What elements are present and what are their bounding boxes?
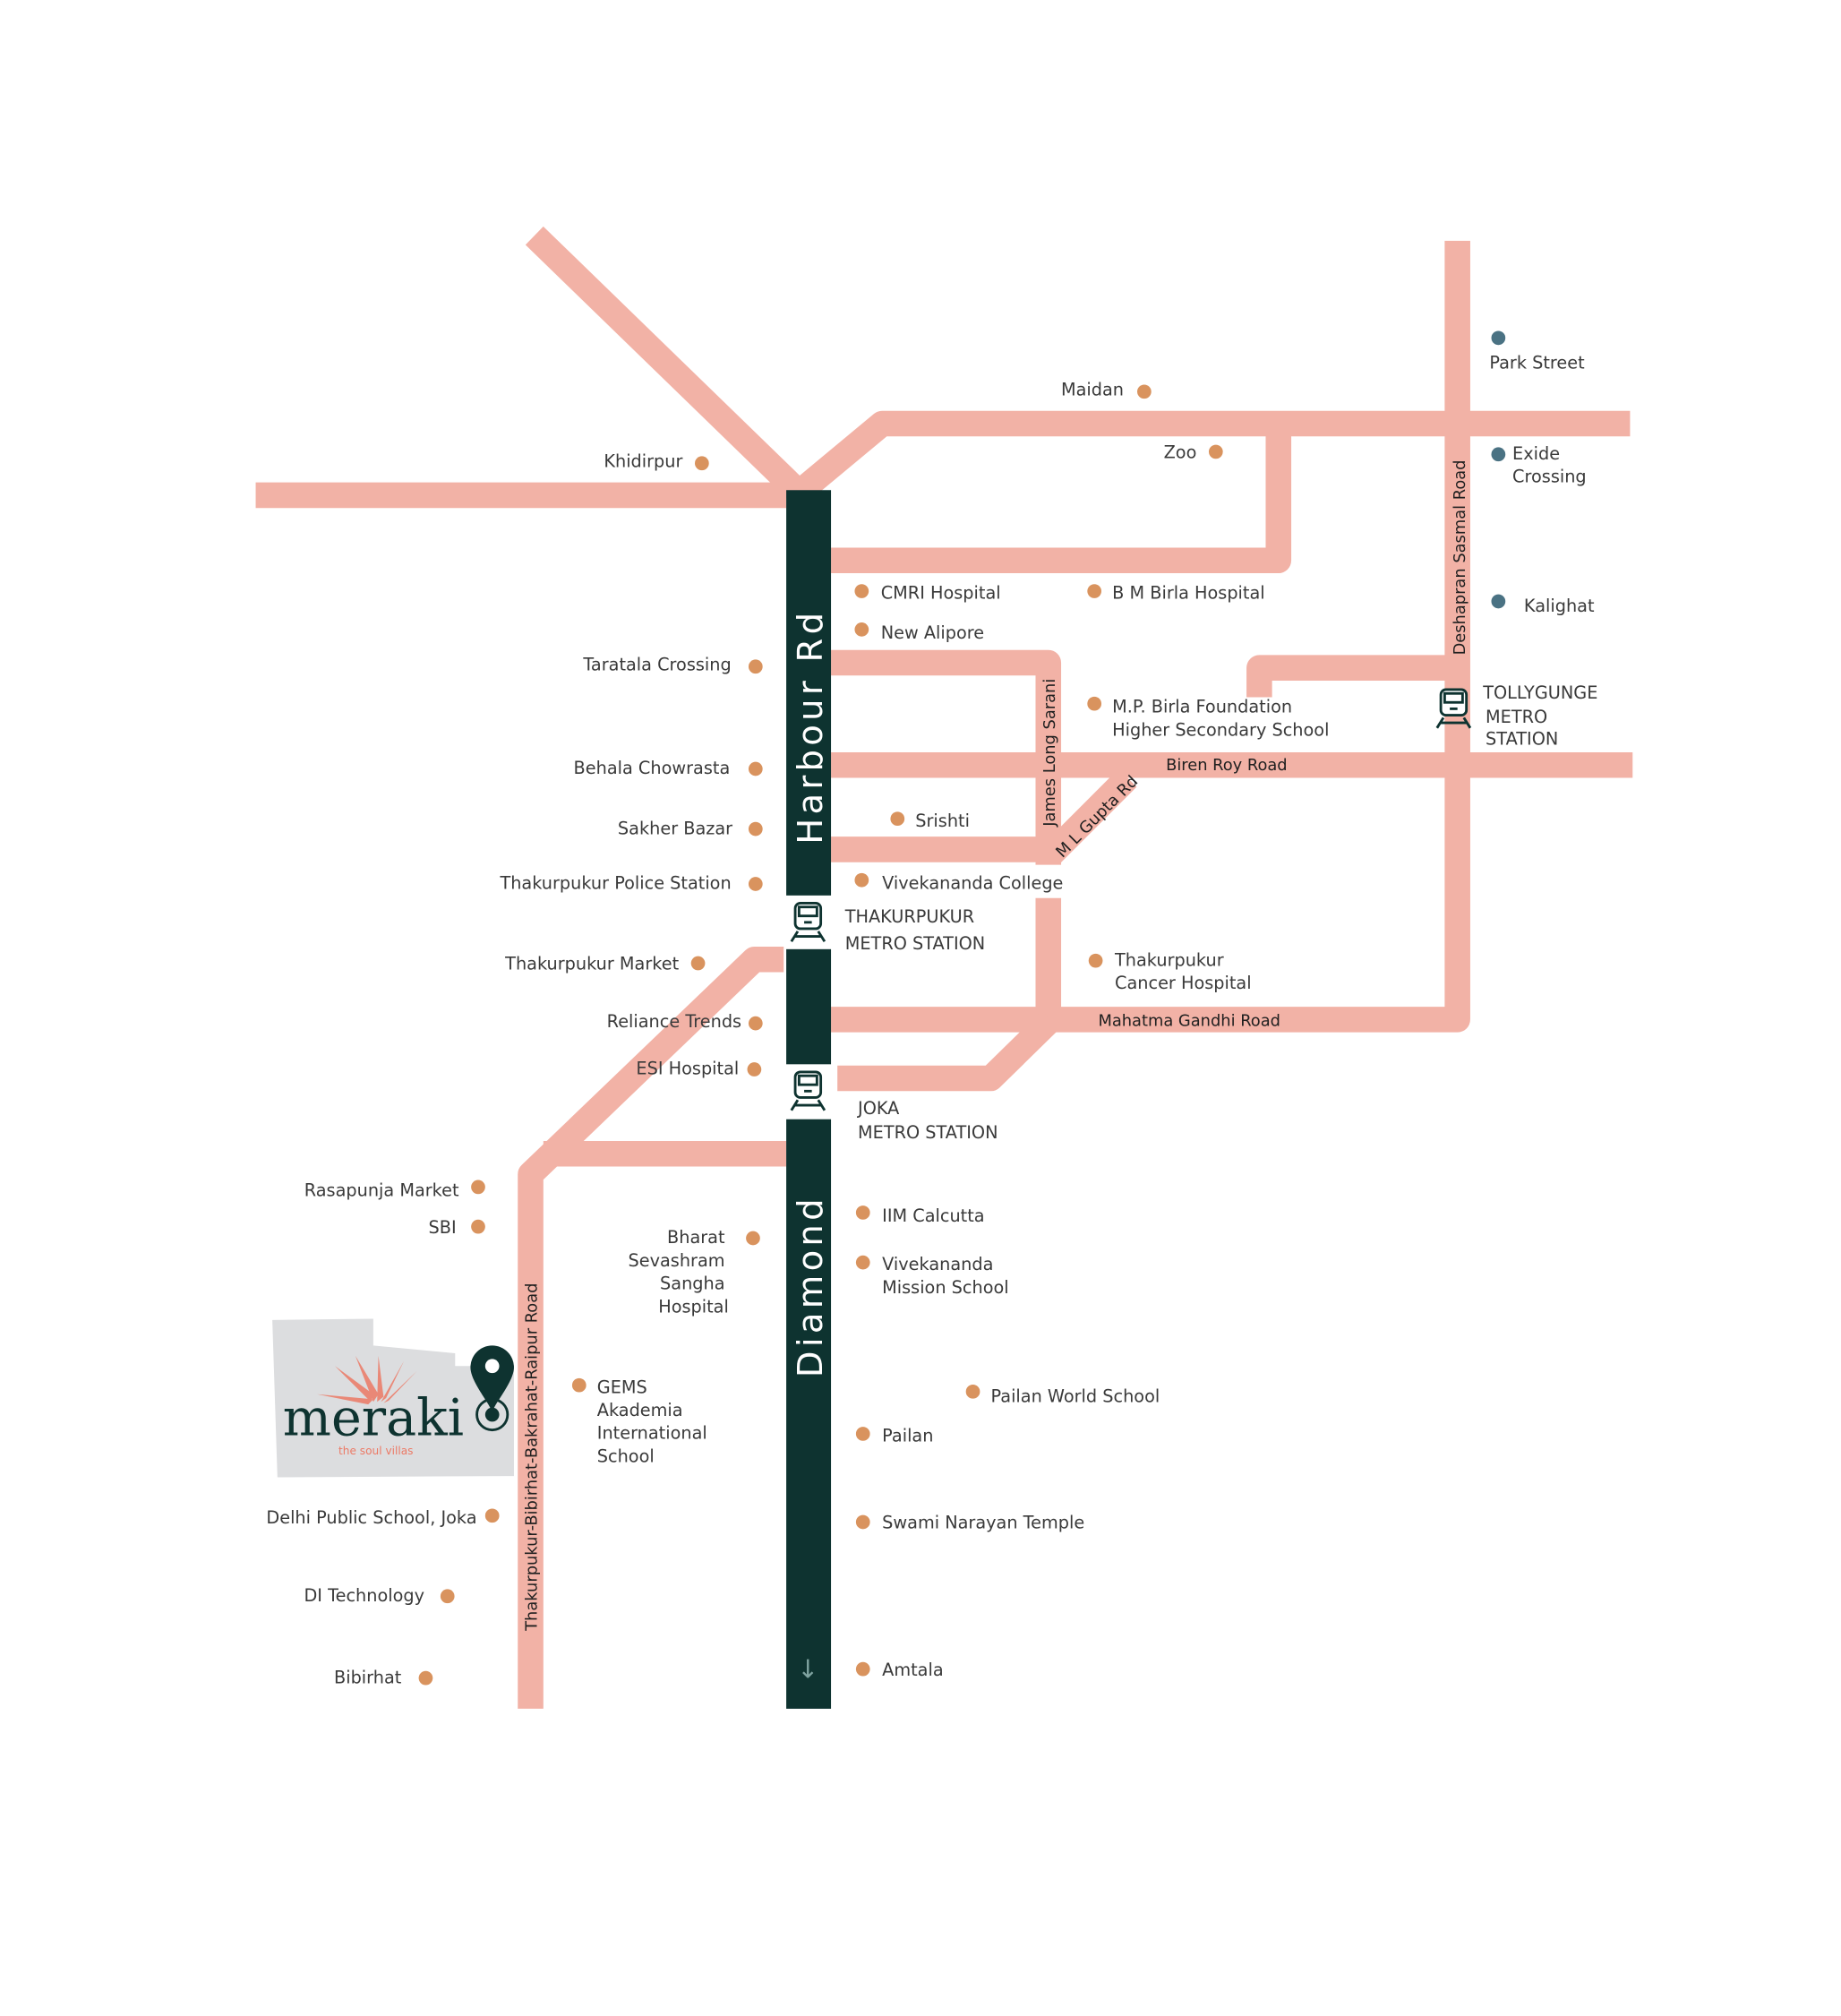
road-label-james: James Long Sarani — [1040, 679, 1059, 828]
train-icon — [1435, 688, 1472, 729]
harbour-road-segment — [786, 490, 832, 896]
road-label-mlgupta: M L Gupta Rd — [1052, 772, 1142, 862]
poi-park-street: Park Street — [1489, 353, 1585, 373]
poi-bharat-4: Hospital — [658, 1296, 729, 1317]
poi-exide-1: Exide — [1512, 443, 1560, 464]
train-icon — [790, 1070, 826, 1111]
poi-dot — [1491, 447, 1506, 462]
poi-police: Thakurpukur Police Station — [499, 873, 731, 894]
poi-new-alipore: New Alipore — [881, 622, 984, 643]
station-joka-1: JOKA — [857, 1098, 900, 1119]
road-zoo-loop — [831, 424, 1292, 574]
poi-taratala: Taratala Crossing — [582, 655, 731, 675]
poi-kalighat: Kalighat — [1524, 596, 1595, 616]
poi-cancer-2: Cancer Hospital — [1115, 973, 1252, 993]
poi-cancer-1: Thakurpukur — [1114, 949, 1224, 970]
station-thakurpukur-1: THAKURPUKUR — [844, 906, 974, 927]
road-label-biren: Biren Roy Road — [1166, 756, 1288, 775]
poi-bm-birla: B M Birla Hospital — [1112, 583, 1264, 604]
road-maidan — [791, 410, 1631, 503]
poi-bharat-3: Sangha — [660, 1274, 725, 1294]
roads — [255, 226, 1633, 1709]
road-label-mg: Mahatma Gandhi Road — [1098, 1011, 1280, 1030]
poi-khidirpur: Khidirpur — [604, 451, 682, 472]
poi-zoo: Zoo — [1164, 442, 1197, 463]
road-diagonal-nw — [525, 226, 809, 502]
poi-swami: Swami Narayan Temple — [882, 1513, 1084, 1533]
poi-maidan: Maidan — [1061, 380, 1124, 400]
road-ml-gupta — [1041, 768, 1137, 864]
highway-segment — [786, 948, 832, 1065]
logo-background — [272, 1318, 514, 1478]
poi-tk-market: Thakurpukur Market — [504, 954, 679, 974]
diamond-label: Diamond — [791, 1195, 831, 1377]
poi-sbi: SBI — [429, 1217, 457, 1238]
poi-di: DI Technology — [304, 1585, 424, 1606]
station-tollygunge-1: TOLLYGUNGE — [1482, 682, 1597, 703]
poi-gems-3: International — [597, 1423, 707, 1444]
logo-tagline: the soul villas — [338, 1445, 413, 1457]
poi-dps: Delhi Public School, Joka — [266, 1507, 476, 1528]
poi-pailan: Pailan — [882, 1426, 933, 1446]
highway: Harbour Rd Diamond ↓ — [786, 490, 831, 1709]
poi-pailan-ws: Pailan World School — [991, 1385, 1160, 1406]
meraki-logo: meraki the soul villas — [272, 1318, 514, 1478]
poi-vms-1: Vivekananda — [882, 1254, 993, 1274]
poi-mp-birla-2: Higher Secondary School — [1112, 719, 1329, 740]
road-james-long-north — [831, 649, 1062, 865]
poi-bibirhat: Bibirhat — [334, 1667, 402, 1687]
logo-name: meraki — [283, 1388, 464, 1447]
poi-rasapunja: Rasapunja Market — [304, 1180, 459, 1200]
train-icon — [790, 901, 826, 943]
road-label-deshapran: Deshapran Sasmal Road — [1451, 459, 1469, 655]
poi-dot — [1491, 330, 1506, 346]
poi-labels: Park Street Maidan Khidirpur Zoo Exide C… — [266, 353, 1595, 1688]
poi-gems-4: School — [597, 1446, 655, 1466]
poi-cmri: CMRI Hospital — [881, 583, 1001, 604]
poi-bharat-1: Bharat — [667, 1227, 725, 1248]
poi-gems-2: Akademia — [597, 1400, 683, 1420]
station-tollygunge-2: METRO — [1486, 707, 1547, 727]
poi-gems-1: GEMS — [597, 1377, 647, 1397]
poi-exide-2: Crossing — [1512, 467, 1587, 487]
road-tollygunge-spur — [1246, 655, 1458, 698]
poi-dot — [1491, 594, 1506, 609]
poi-vms-2: Mission School — [882, 1277, 1008, 1298]
poi-mp-birla-1: M.P. Birla Foundation — [1112, 697, 1292, 717]
metro-icons — [790, 688, 1472, 1111]
station-joka-2: METRO STATION — [858, 1122, 998, 1143]
poi-behala: Behala Chowrasta — [574, 758, 731, 778]
poi-dots — [418, 330, 1506, 1686]
poi-amtala: Amtala — [882, 1660, 943, 1680]
road-joka — [837, 1010, 1060, 1092]
poi-bharat-2: Sevashram — [629, 1250, 725, 1271]
south-arrow-icon: ↓ — [797, 1654, 818, 1685]
location-pin-icon — [470, 1345, 514, 1432]
road-raipur — [518, 946, 784, 1709]
harbour-rd-label: Harbour Rd — [791, 609, 831, 845]
poi-iim: IIM Calcutta — [882, 1205, 984, 1226]
station-tollygunge-3: STATION — [1486, 728, 1558, 749]
station-thakurpukur-2: METRO STATION — [845, 933, 985, 954]
flower-icon — [317, 1355, 417, 1405]
poi-srishti: Srishti — [915, 811, 970, 831]
road-label-raipur: Thakurpukur-Bibirhat-Bakrahat-Raipur Roa… — [523, 1283, 542, 1632]
poi-esi: ESI Hospital — [636, 1059, 739, 1079]
poi-sakher: Sakher Bazar — [618, 818, 732, 838]
diamond-harbour-segment — [786, 1119, 832, 1709]
poi-reliance: Reliance Trends — [607, 1011, 741, 1032]
poi-vivekananda-college: Vivekananda College — [882, 873, 1063, 894]
